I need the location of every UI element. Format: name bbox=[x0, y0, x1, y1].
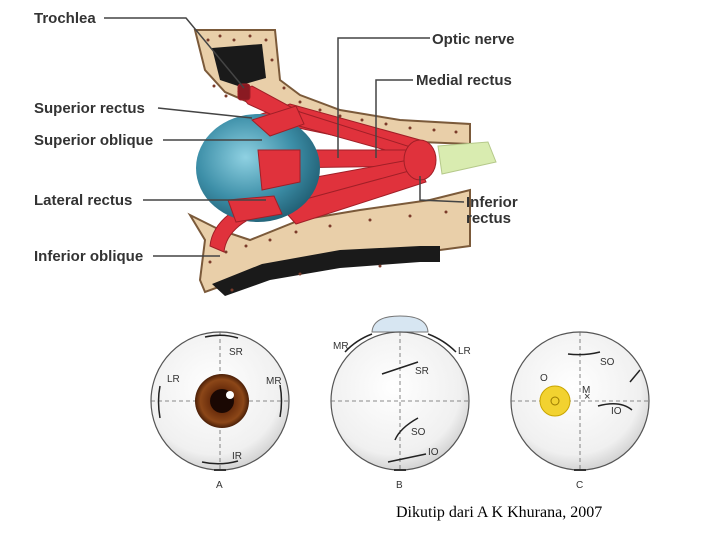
annulus-of-zinn bbox=[403, 139, 437, 181]
diagram-c-insertions bbox=[567, 351, 641, 411]
label-lateral-rectus: Lateral rectus bbox=[34, 192, 132, 209]
label-superior-oblique: Superior oblique bbox=[34, 132, 153, 149]
diagram-b-insertions bbox=[344, 333, 457, 463]
diagram-c-globe bbox=[510, 331, 650, 471]
diagram-b-globe bbox=[330, 331, 470, 471]
diagram-a-label-mr: MR bbox=[266, 376, 282, 387]
diagram-b-cornea bbox=[371, 315, 429, 333]
diagram-a-highlight bbox=[226, 391, 234, 399]
inferior-oblique-insertion bbox=[227, 195, 283, 223]
diagram-c-yellow-disc bbox=[539, 385, 571, 417]
diagram-c-label-m: M bbox=[582, 385, 590, 396]
label-trochlea: Trochlea bbox=[34, 10, 96, 27]
maxillary-sinus bbox=[212, 246, 440, 296]
diagram-c-disc-center bbox=[550, 396, 560, 406]
diagram-a-label-lr: LR bbox=[167, 374, 180, 385]
source-caption: Dikutip dari A K Khurana, 2007 bbox=[396, 504, 603, 521]
label-superior-rectus: Superior rectus bbox=[34, 100, 145, 117]
lateral-rectus-insertion bbox=[257, 149, 301, 191]
diagram-a-label-sr: SR bbox=[229, 347, 243, 358]
diagram-b-label-so: SO bbox=[411, 427, 426, 438]
diagram-a-label-ir: IR bbox=[232, 451, 242, 462]
diagram-c-label-so: SO bbox=[600, 357, 615, 368]
label-inferior-oblique: Inferior oblique bbox=[34, 248, 143, 265]
diagram-b-label-io: IO bbox=[428, 447, 439, 458]
eyeball bbox=[196, 114, 320, 222]
bone-texture-bottom bbox=[208, 210, 448, 292]
diagram-b-label-mr: MR bbox=[333, 341, 349, 352]
leader-lines bbox=[104, 17, 465, 257]
diagram-c-cross-mark: × bbox=[584, 391, 590, 403]
diagram-a-insertions bbox=[157, 334, 283, 465]
label-inferior-rectus-line2: rectus bbox=[466, 210, 511, 227]
diagram-a-letter: A bbox=[216, 480, 223, 491]
inferior-rectus-muscle bbox=[279, 167, 427, 225]
diagram-c-letter: C bbox=[576, 480, 583, 491]
diagram-b-label-lr: LR bbox=[458, 346, 471, 357]
diagram-b-letter: B bbox=[396, 480, 403, 491]
diagram-a: SR LR MR IR A bbox=[150, 331, 290, 491]
trochlea-pulley bbox=[237, 83, 251, 101]
diagram-c-label-o: O bbox=[540, 373, 548, 384]
label-optic-nerve: Optic nerve bbox=[432, 31, 515, 48]
sinus-cavity bbox=[212, 44, 266, 86]
diagram-b: MR LR SR SO IO B bbox=[330, 315, 471, 491]
diagram-b-label-sr: SR bbox=[415, 366, 429, 377]
label-medial-rectus: Medial rectus bbox=[416, 72, 512, 89]
diagram-c-label-io: IO bbox=[611, 406, 622, 417]
label-inferior-rectus-line1: Inferior bbox=[466, 194, 518, 211]
orbit-illustration: Trochlea Optic nerve Medial rectus Super… bbox=[34, 10, 518, 296]
optic-nerve-tip bbox=[437, 141, 497, 175]
diagram-c: × SO O M IO C bbox=[510, 331, 650, 491]
superior-rectus-insertion bbox=[251, 105, 305, 137]
bone-texture-top bbox=[206, 34, 458, 134]
